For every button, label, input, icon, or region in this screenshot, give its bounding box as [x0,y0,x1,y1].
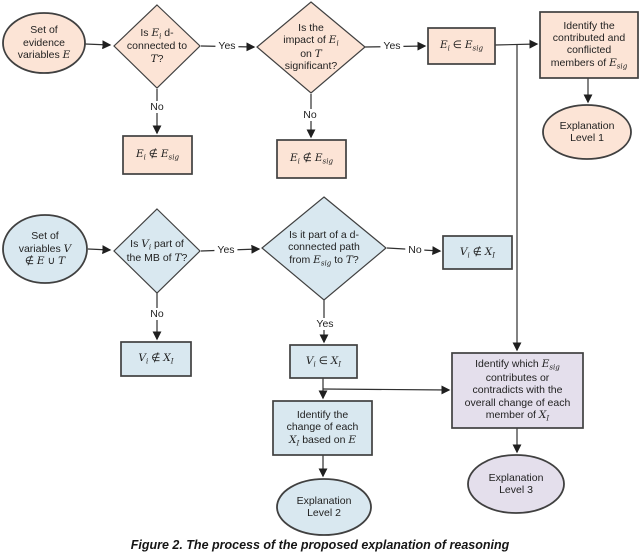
edge-label-d4-yes: Yes [313,318,337,330]
rect-ei-notin-esig-1 [122,135,193,175]
label-identify-change: Identify the change of each XI based on … [286,408,359,447]
rect-ei-in-esig [427,27,496,65]
label-ei-notin-esig-2: Ei ∉ Esig [289,152,334,166]
diamond-is-vi-in-mb [113,208,201,294]
label-identify-members: Identify the contributed and conflicted … [550,19,628,70]
diamond-is-d-connected-path [261,196,387,301]
label-explanation-level-1: Explanation Level 1 [559,119,615,144]
edge-label-d4-no: No [405,244,425,256]
edge-evidence-to-d1 [84,40,112,50]
rect-ei-notin-esig-2 [276,139,347,179]
rect-identify-change [272,400,373,456]
label-set-of-evidence: Set of evidence variables E [17,24,71,62]
edge-label-d3-no: No [147,308,167,320]
edge-label-d2-yes: Yes [380,40,404,52]
rect-identify-which [451,352,584,429]
label-set-of-variables: Set of variables V ∉ E ∪ T [18,230,72,268]
label-ei-in-esig: Ei ∈ Esig [439,39,484,53]
edge-variables-to-d3 [87,245,112,255]
rect-vi-in-xi [289,344,358,379]
oval-explanation-level-2 [276,478,372,536]
rect-identify-members [539,11,639,79]
figure-caption: Figure 2. The process of the proposed ex… [130,538,510,552]
label-is-vi-in-mb: Is Vi part of the MB of T? [126,237,188,264]
diamond-is-ei-d-connected [113,4,201,89]
oval-explanation-level-3 [467,454,565,514]
edge-viin-branch-to-which [322,385,451,395]
rect-vi-notin-xi-below [120,341,192,377]
edge-label-d1-yes: Yes [215,40,239,52]
edge-label-d1-no: No [147,101,167,113]
edge-label-d2-no: No [300,109,320,121]
label-vi-in-xi: Vi ∈ XI [305,354,342,368]
label-is-d-connected-path: Is it part of a d-connected path from Es… [288,228,360,267]
label-vi-notin-xi-below: Vi ∉ XI [138,352,174,366]
edge-label-d3-yes: Yes [214,244,238,256]
rect-vi-notin-xi-right [442,235,513,270]
label-explanation-level-3: Explanation Level 3 [488,471,544,496]
label-explanation-level-2: Explanation Level 2 [296,494,352,519]
label-ei-notin-esig-1: Ei ∉ Esig [135,148,180,162]
oval-set-of-evidence [2,12,86,74]
label-vi-notin-xi-right: Vi ∉ XI [459,245,496,259]
label-identify-which: Identify which Esig contributes or contr… [464,358,571,423]
edge-esig-to-members [494,39,539,49]
oval-set-of-variables [2,214,88,284]
label-is-ei-d-connected: Is Ei d-connected to T? [126,26,188,65]
oval-explanation-level-1 [542,104,632,160]
label-is-impact-significant: Is the impact of Ei on T significant? [283,21,339,73]
diamond-is-impact-significant [256,1,366,94]
